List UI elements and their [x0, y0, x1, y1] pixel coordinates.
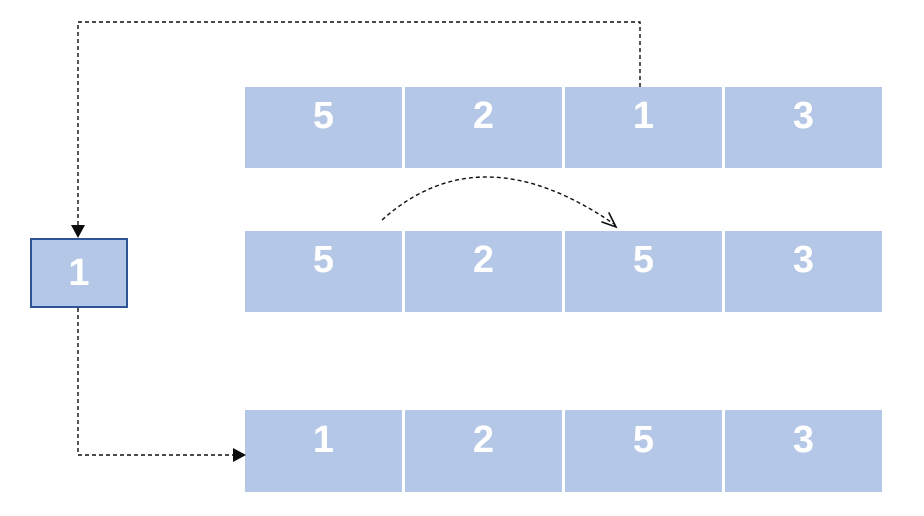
arrowhead-down-icon: [71, 225, 85, 238]
array-cell: 2: [405, 87, 562, 168]
array-row-bottom: 1 2 5 3: [245, 410, 882, 492]
open-arrowhead-icon: [601, 212, 618, 229]
array-row-middle: 5 2 5 3: [245, 231, 882, 312]
array-cell: 5: [565, 231, 722, 312]
array-cell: 3: [725, 410, 882, 492]
array-cell: 5: [245, 231, 402, 312]
array-cell: 1: [245, 410, 402, 492]
array-row-top: 5 2 1 3: [245, 87, 882, 168]
connector-shift-value-arrow: [381, 176, 618, 229]
array-cell: 2: [405, 410, 562, 492]
connector-insert-key-arrow: [77, 308, 246, 462]
array-cell: 1: [565, 87, 722, 168]
key-value-box: 1: [30, 238, 128, 308]
array-cell: 2: [405, 231, 562, 312]
array-cell: 3: [725, 87, 882, 168]
array-cell: 5: [245, 87, 402, 168]
array-cell: 5: [565, 410, 722, 492]
array-cell: 3: [725, 231, 882, 312]
